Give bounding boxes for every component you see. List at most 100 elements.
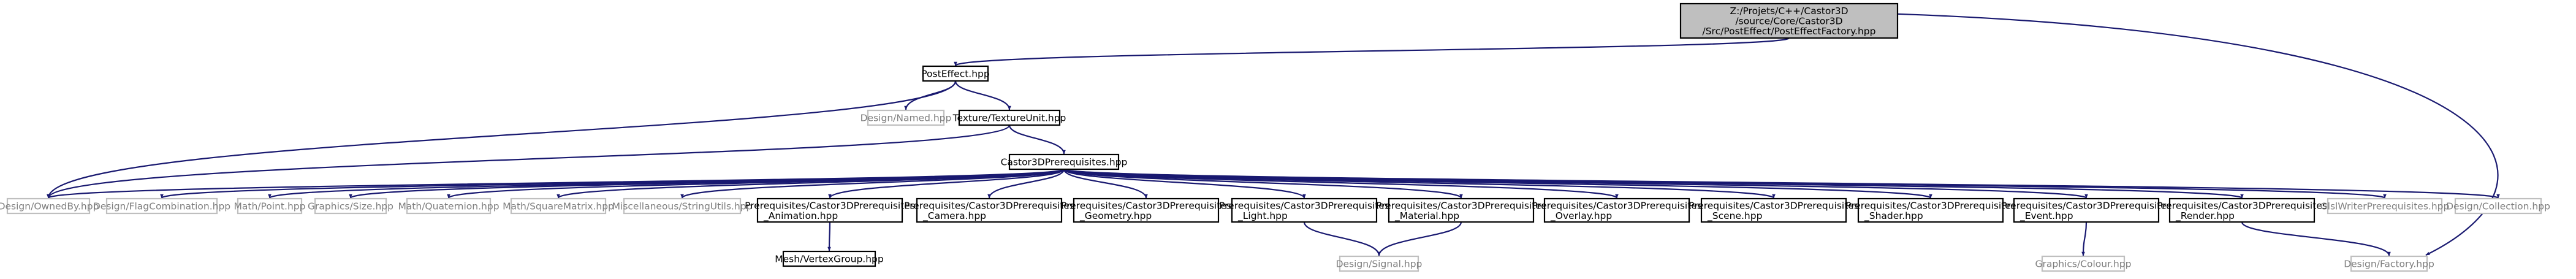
node-box: [1073, 197, 1220, 223]
node-label: _Render.hpp: [2175, 210, 2235, 222]
edge-render-to-factory: [2241, 221, 2391, 256]
node-render[interactable]: Prerequisites/Castor3DPrerequisites_Rend…: [2157, 197, 2327, 223]
node-label: Prerequisites/Castor3DPrerequisites: [1376, 200, 1546, 211]
edge: [47, 124, 1011, 199]
edge: [904, 80, 957, 110]
node-label: _Scene.hpp: [1707, 210, 1762, 222]
edge-light-to-signal: [1303, 221, 1381, 256]
node-label: _Light.hpp: [1237, 210, 1288, 222]
node-event[interactable]: Prerequisites/Castor3DPrerequisites_Even…: [2001, 197, 2171, 223]
node-box: [958, 109, 1061, 126]
node-label: Prerequisites/Castor3DPrerequisites: [1219, 200, 1389, 211]
node-named[interactable]: Design/Named.hpp: [861, 109, 952, 126]
node-box: [237, 197, 303, 215]
edge-castor3dprereq-to-geometry: [1063, 169, 1148, 199]
node-geometry[interactable]: Prerequisites/Castor3DPrerequisites_Geom…: [1061, 197, 1231, 223]
node-box: [314, 197, 387, 215]
node-box: [406, 197, 492, 215]
node-box: [2454, 197, 2542, 215]
node-box: [2350, 255, 2428, 272]
node-box: [2013, 197, 2160, 223]
node-label: Prerequisites/Castor3DPrerequisites: [745, 200, 915, 211]
edge: [2241, 221, 2391, 256]
node-box: [1700, 197, 1847, 223]
node-box: [867, 109, 945, 126]
edge: [680, 168, 1065, 199]
edge: [1377, 221, 1462, 256]
node-posteffect[interactable]: PostEffect.hpp: [921, 65, 990, 82]
node-label: Prerequisites/Castor3DPrerequisites: [1061, 200, 1231, 211]
node-label: /source/Core/Castor3D: [1735, 16, 1842, 27]
node-scene[interactable]: Prerequisites/Castor3DPrerequisites_Scen…: [1689, 197, 1859, 223]
node-box: [6, 197, 91, 215]
node-quaternion[interactable]: Math/Quaternion.hpp: [398, 197, 500, 215]
edge: [828, 168, 1065, 199]
node-box: [1679, 2, 1899, 39]
node-label: Prerequisites/Castor3DPrerequisites: [1689, 200, 1859, 211]
node-label: Design/Collection.hpp: [2446, 201, 2550, 212]
node-box: [2041, 255, 2126, 272]
edge-material-to-signal: [1377, 221, 1462, 256]
node-glslwriter[interactable]: GlslWriterPrerequisites.hpp: [2320, 197, 2450, 215]
edge: [954, 37, 1790, 67]
node-label: Prerequisites/Castor3DPrerequisites: [904, 200, 1074, 211]
edge: [1063, 168, 2500, 199]
node-label: _Camera.hpp: [922, 210, 986, 222]
node-animation[interactable]: Prerequisites/Castor3DPrerequisites_Anim…: [745, 197, 915, 223]
node-label: /Src/PostEffect/PostEffectFactory.hpp: [1703, 26, 1876, 37]
edge-posteffect-to-named: [904, 80, 957, 110]
node-label: GlslWriterPrerequisites.hpp: [2320, 201, 2450, 212]
node-label: Design/FlagCombination.hpp: [93, 201, 230, 212]
edge-castor3dprereq-to-collection: [1063, 168, 2500, 199]
node-ownedby[interactable]: Design/OwnedBy.hpp: [0, 197, 99, 215]
node-stringutils[interactable]: Miscellaneous/StringUtils.hpp: [612, 197, 753, 215]
node-vertexgroup[interactable]: Mesh/VertexGroup.hpp: [775, 250, 884, 267]
node-label: _Animation.hpp: [763, 210, 838, 222]
node-box: [105, 197, 218, 215]
edge: [987, 169, 1065, 199]
node-box: [2168, 197, 2316, 223]
node-label: Graphics/Size.hpp: [308, 201, 393, 212]
node-castor3dprereq[interactable]: Castor3DPrerequisites.hpp: [1001, 153, 1128, 170]
node-signal[interactable]: Design/Signal.hpp: [1336, 255, 1423, 272]
node-box: [756, 197, 903, 223]
edge: [1303, 221, 1381, 256]
node-squarematrix[interactable]: Math/SquareMatrix.hpp: [503, 197, 614, 215]
node-label: Graphics/Colour.hpp: [2035, 259, 2132, 270]
edge-posteffect-to-textureunit: [954, 80, 1011, 110]
node-box: [1339, 255, 1419, 272]
node-label: Design/Named.hpp: [861, 113, 952, 124]
node-camera[interactable]: Prerequisites/Castor3DPrerequisites_Came…: [904, 197, 1074, 223]
edge-castor3dprereq-to-light: [1063, 168, 1306, 199]
node-label: Texture/TextureUnit.hpp: [952, 113, 1066, 124]
node-box: [2327, 197, 2443, 215]
node-label: Prerequisites/Castor3DPrerequisites: [2157, 200, 2327, 211]
edge-root-to-posteffect: [954, 37, 1790, 67]
node-collection[interactable]: Design/Collection.hpp: [2446, 197, 2550, 215]
node-shader[interactable]: Prerequisites/Castor3DPrerequisites_Shad…: [1845, 197, 2016, 223]
node-overlay[interactable]: Prerequisites/Castor3DPrerequisites_Over…: [1532, 197, 1702, 223]
node-label: Z:/Projets/C++/Castor3D: [1730, 6, 1848, 17]
node-root[interactable]: Z:/Projets/C++/Castor3D/source/Core/Cast…: [1679, 2, 1899, 39]
node-box: [1008, 153, 1120, 170]
edge-castor3dprereq-to-squarematrix: [557, 168, 1065, 199]
edge-posteffect-to-ownedby: [47, 80, 957, 199]
edge-textureunit-to-ownedby: [47, 124, 1011, 199]
nodes-layer: Z:/Projets/C++/Castor3D/source/Core/Cast…: [0, 2, 2550, 272]
node-label: _Event.hpp: [2019, 210, 2073, 222]
node-factory[interactable]: Design/Factory.hpp: [2344, 255, 2434, 272]
node-label: Miscellaneous/StringUtils.hpp: [612, 201, 753, 212]
node-textureunit[interactable]: Texture/TextureUnit.hpp: [952, 109, 1066, 126]
node-point[interactable]: Math/Point.hpp: [234, 197, 306, 215]
node-size[interactable]: Graphics/Size.hpp: [308, 197, 393, 215]
node-box: [1231, 197, 1378, 223]
node-flagcombination[interactable]: Design/FlagCombination.hpp: [93, 197, 230, 215]
node-light[interactable]: Prerequisites/Castor3DPrerequisites_Ligh…: [1219, 197, 1389, 223]
node-colour[interactable]: Graphics/Colour.hpp: [2035, 255, 2132, 272]
edge: [1063, 168, 1463, 199]
node-material[interactable]: Prerequisites/Castor3DPrerequisites_Mate…: [1376, 197, 1546, 223]
edge: [827, 221, 831, 251]
node-label: Design/OwnedBy.hpp: [0, 201, 99, 212]
edge: [1063, 169, 1148, 199]
